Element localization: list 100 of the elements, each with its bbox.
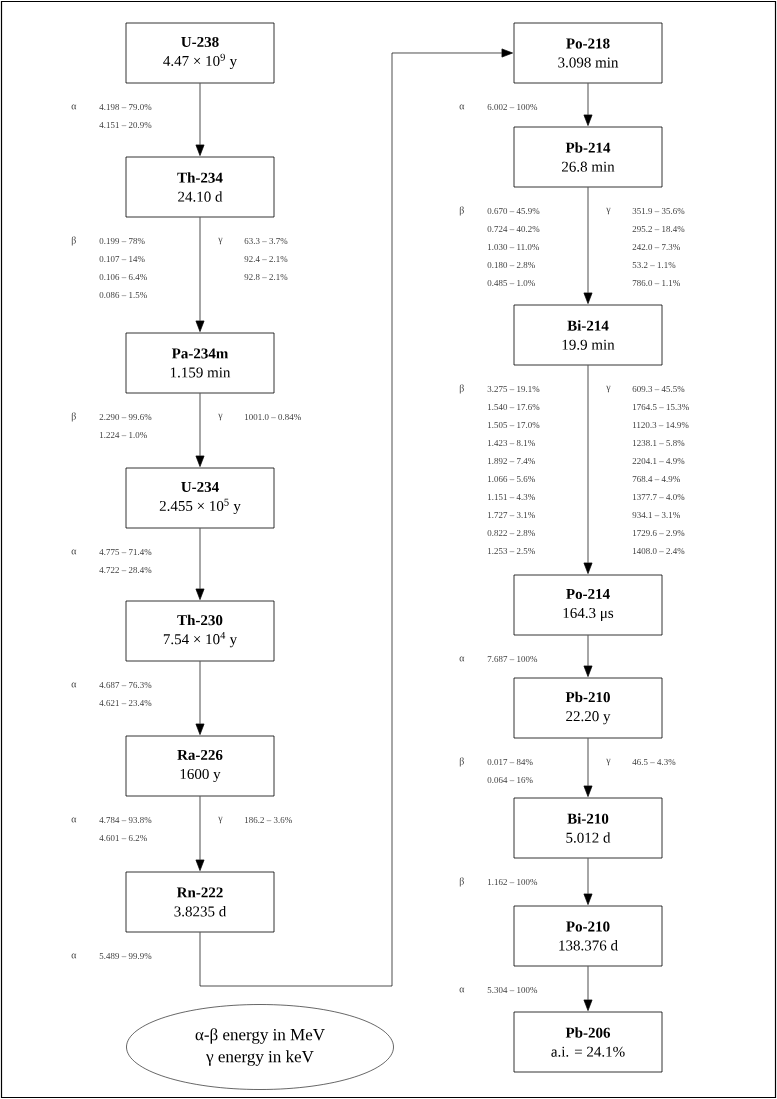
nuclide-box: Po-214 164.3 μs bbox=[513, 574, 663, 636]
arrow bbox=[583, 635, 593, 677]
energy-intensity: 768.4 – 4.9% bbox=[632, 475, 680, 483]
energy-intensity: 1.892 – 7.4% bbox=[488, 457, 535, 465]
energy-intensity: 242.0 – 7.3% bbox=[632, 243, 680, 251]
energy-intensity: 2.290 – 99.6% bbox=[99, 413, 152, 421]
decay-symbol: γ bbox=[606, 207, 611, 215]
energy-intensity: 351.9 – 35.6% bbox=[632, 207, 685, 215]
arrow bbox=[583, 83, 593, 126]
energy-intensity: 1120.3 – 14.9% bbox=[633, 421, 689, 429]
energy-intensity: 3.275 – 19.1% bbox=[487, 385, 540, 393]
energy-intensity: 1.727 – 3.1% bbox=[488, 511, 535, 519]
arrow bbox=[195, 528, 205, 600]
nuclide-box: Th-234 24.10 d bbox=[125, 156, 275, 218]
decay-symbol: β bbox=[71, 236, 76, 246]
decay-symbol: β bbox=[459, 384, 464, 394]
energy-intensity: 0.180 – 2.8% bbox=[487, 261, 535, 269]
energy-intensity: 0.064 – 16% bbox=[487, 776, 533, 784]
arrow bbox=[583, 858, 593, 905]
nuclide-box: Th-230 7.54 × 10$^{4}$ y bbox=[125, 600, 275, 662]
energy-intensity: 1.423 – 8.1% bbox=[488, 439, 535, 447]
decay-symbol: α bbox=[71, 104, 77, 110]
energy-intensity: 92.8 – 2.1% bbox=[244, 273, 288, 281]
decay-symbol: α bbox=[459, 987, 465, 993]
energy-intensity: 4.621 – 23.4% bbox=[99, 699, 152, 707]
energy-intensity: 0.199 – 78% bbox=[99, 237, 145, 245]
arrow bbox=[195, 217, 205, 332]
decay-symbol: β bbox=[459, 877, 464, 887]
nuclide-box: Rn-222 3.8235 d bbox=[125, 871, 275, 933]
decay-symbol: β bbox=[459, 757, 464, 767]
nuclide-box: Po-218 3.098 min bbox=[513, 22, 663, 84]
energy-intensity: 4.784 – 93.8% bbox=[99, 816, 152, 824]
energy-intensity: 0.822 – 2.8% bbox=[487, 529, 535, 537]
decay-symbol: γ bbox=[606, 385, 611, 393]
energy-intensity: 1.540 – 17.6% bbox=[488, 403, 540, 411]
arrow bbox=[583, 187, 593, 304]
energy-intensity: 1.162 – 100% bbox=[488, 878, 538, 886]
decay-symbol: β bbox=[71, 412, 76, 422]
energy-intensity: 186.2 – 3.6% bbox=[245, 816, 292, 824]
energy-intensity: 4.722 – 28.4% bbox=[99, 566, 152, 574]
energy-intensity: 1.224 – 1.0% bbox=[100, 431, 147, 439]
energy-intensity: 786.0 – 1.1% bbox=[632, 279, 680, 287]
energy-intensity: 1.030 – 11.0% bbox=[488, 243, 540, 251]
decay-symbol: α bbox=[71, 682, 77, 688]
decay-symbol: α bbox=[71, 953, 77, 959]
nuclide-box: Pa-234m 1.159 min bbox=[125, 332, 275, 394]
nuclide-box: U-234 2.455 × 10$^{5}$ y bbox=[125, 467, 275, 529]
arrow bbox=[195, 83, 205, 156]
nuclide-box: Pb-214 26.8 min bbox=[513, 126, 663, 188]
energy-intensity: 1764.5 – 15.3% bbox=[633, 403, 689, 411]
energy-intensity: 1238.1 – 5.8% bbox=[633, 439, 685, 447]
energy-intensity: 609.3 – 45.5% bbox=[632, 385, 685, 393]
decay-symbol: α bbox=[71, 817, 77, 823]
energy-intensity: 4.198 – 79.0% bbox=[99, 103, 152, 111]
nuclide-box: Po-210 138.376 d bbox=[513, 905, 663, 967]
arrow bbox=[583, 966, 593, 1011]
energy-intensity: 0.106 – 6.4% bbox=[99, 273, 147, 281]
decay-symbol: γ bbox=[606, 758, 611, 766]
nuclide-box: Ra-226 1600 y bbox=[125, 735, 275, 797]
arrow bbox=[195, 393, 205, 467]
energy-intensity: 4.601 – 6.2% bbox=[99, 834, 147, 842]
energy-intensity: 4.151 – 20.9% bbox=[99, 121, 152, 129]
arrow bbox=[195, 796, 205, 871]
decay-symbol: β bbox=[459, 206, 464, 216]
energy-intensity: 934.1 – 3.1% bbox=[632, 511, 680, 519]
energy-intensity: 0.485 – 1.0% bbox=[487, 279, 535, 287]
energy-intensity: 295.2 – 18.4% bbox=[632, 225, 685, 233]
arrow bbox=[583, 365, 593, 574]
decay-symbol: γ bbox=[218, 413, 223, 421]
energy-intensity: 4.775 – 71.4% bbox=[99, 548, 152, 556]
energy-intensity: 0.724 – 40.2% bbox=[487, 225, 540, 233]
energy-intensity: 46.5 – 4.3% bbox=[632, 758, 676, 766]
arrow bbox=[199, 48, 513, 987]
energy-intensity: 5.304 – 100% bbox=[487, 986, 538, 994]
energy-intensity: 0.670 – 45.9% bbox=[487, 207, 540, 215]
energy-intensity: 7.687 – 100% bbox=[487, 655, 538, 663]
energy-intensity: 1408.0 – 2.4% bbox=[633, 547, 685, 555]
energy-intensity: 2204.1 – 4.9% bbox=[632, 457, 685, 465]
nuclide-box: Bi-210 5.012 d bbox=[513, 797, 663, 859]
energy-intensity: 0.017 – 84% bbox=[487, 758, 533, 766]
energy-intensity: 53.2 – 1.1% bbox=[632, 261, 676, 269]
energy-intensity: 1377.7 – 4.0% bbox=[633, 493, 685, 501]
energy-intensity: 5.489 – 99.9% bbox=[99, 952, 152, 960]
nuclide-box: Bi-214 19.9 min bbox=[513, 304, 663, 366]
energy-intensity: 1.151 – 4.3% bbox=[488, 493, 535, 501]
decay-symbol: γ bbox=[218, 237, 223, 245]
nuclide-box: Pb-206 a.i. = 24.1% bbox=[513, 1011, 663, 1073]
decay-symbol: α bbox=[459, 656, 465, 662]
decay-symbol: γ bbox=[218, 816, 223, 824]
arrow bbox=[583, 738, 593, 797]
decay-symbol: α bbox=[459, 104, 465, 110]
energy-intensity: 1729.6 – 2.9% bbox=[633, 529, 685, 537]
energy-intensity: 63.3 – 3.7% bbox=[244, 237, 288, 245]
energy-intensity: 0.107 – 14% bbox=[99, 255, 145, 263]
energy-intensity: 1.066 – 5.6% bbox=[488, 475, 535, 483]
nuclide-box: U-238 4.47 × 10$^{9}$ y bbox=[125, 22, 275, 84]
nuclide-box: Pb-210 22.20 y bbox=[513, 677, 663, 739]
energy-intensity: 6.002 – 100% bbox=[487, 103, 538, 111]
energy-intensity: 1.253 – 2.5% bbox=[488, 547, 535, 555]
decay-symbol: α bbox=[71, 549, 77, 555]
